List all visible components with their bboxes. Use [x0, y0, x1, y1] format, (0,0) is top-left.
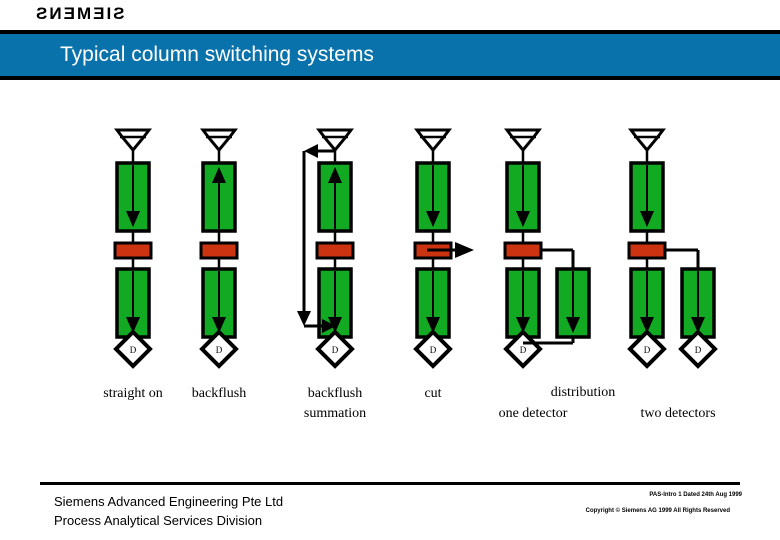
system-backflush [199, 128, 239, 368]
siemens-logo: SIEMENS [34, 4, 164, 26]
label-backflush: backflush [191, 386, 247, 401]
injector-icon [415, 128, 451, 152]
label-distribution-group: distribution [550, 385, 616, 400]
flow-arrow-down [126, 211, 140, 227]
injector-icon [505, 128, 541, 152]
injector-icon [115, 128, 151, 152]
flow-arrow-down [212, 317, 226, 333]
flow-arrow-down [516, 317, 530, 333]
label-backflush-summation-line2: summation [303, 406, 367, 421]
label-backflush-summation-line1: backflush [307, 386, 363, 401]
column-switching-diagram: D [0, 115, 780, 375]
flow-arrow-down [691, 317, 705, 333]
system-distribution-two-detectors [627, 128, 717, 368]
label-straight-on: straight on [103, 386, 163, 401]
external-backflush-loop [297, 144, 336, 333]
switching-valve [315, 241, 355, 260]
flow-arrow-down [640, 211, 654, 227]
flow-arrow-down [640, 317, 654, 333]
footer-meta: PAS-Intro 1 Dated 24th Aug 1999 Copyrigh… [442, 487, 742, 519]
flow-arrow-down [328, 317, 342, 333]
switching-valve [627, 241, 667, 260]
flow-arrow-up [328, 167, 342, 183]
system-labels: straight on backflush backflush summatio… [0, 378, 780, 428]
loop-arrow-down [297, 311, 311, 326]
footer-company-line1: Siemens Advanced Engineering Pte Ltd [54, 494, 284, 509]
injector-icon [317, 128, 353, 152]
parallel-branch [523, 248, 591, 345]
parallel-branch [665, 248, 717, 368]
flow-arrow-down [126, 317, 140, 333]
page-title: Typical column switching systems [60, 43, 374, 66]
label-two-detectors: two detectors [640, 406, 716, 421]
system-cut [413, 128, 474, 368]
label-one-detector: one detector [498, 406, 568, 421]
flow-arrow-down [516, 211, 530, 227]
cut-vent-arrow [427, 242, 474, 258]
system-backflush-summation [297, 128, 355, 368]
flow-arrow-up [212, 167, 226, 183]
siemens-logo-text: SIEMENS [34, 4, 125, 23]
label-cut: cut [424, 386, 442, 401]
switching-valve [503, 241, 543, 260]
system-distribution-one-detector [503, 128, 591, 368]
footer-company: Siemens Advanced Engineering Pte Ltd Pro… [54, 492, 283, 530]
title-banner: Typical column switching systems [0, 30, 780, 80]
system-straight-on [113, 128, 153, 368]
loop-arrow-left [304, 144, 318, 158]
flow-arrow-down [426, 317, 440, 333]
footer-doc-ref: PAS-Intro 1 Dated 24th Aug 1999 [649, 492, 742, 498]
flow-arrow-down [426, 211, 440, 227]
injector-icon [201, 128, 237, 152]
switching-valve [199, 241, 239, 260]
loop-arrow-right [322, 319, 336, 333]
switching-valve [113, 241, 153, 260]
injector-icon [629, 128, 665, 152]
footer-divider [40, 482, 740, 485]
flow-arrow-down [566, 317, 580, 333]
footer-copyright: Copyright © Siemens AG 1999 All Rights R… [585, 508, 730, 514]
footer-company-line2: Process Analytical Services Division [54, 513, 263, 528]
